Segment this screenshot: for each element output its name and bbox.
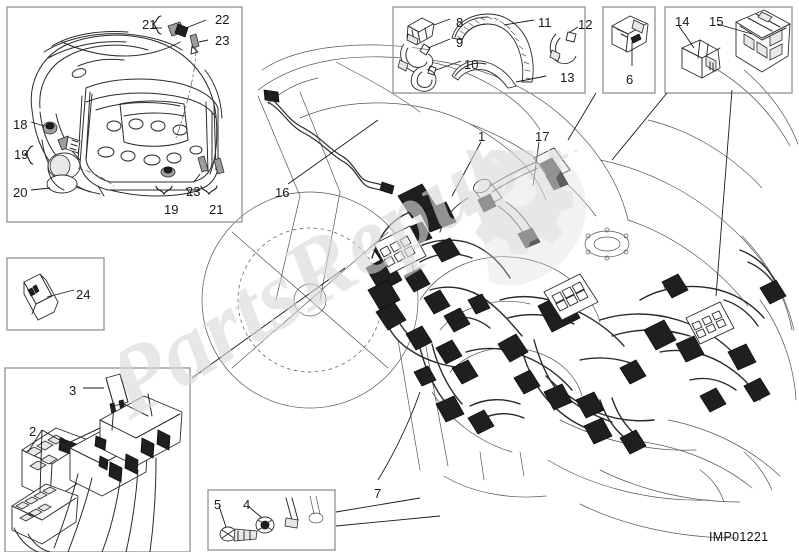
leader-connector-block-link (715, 89, 733, 297)
part-code-label: IMP01221 (709, 530, 769, 544)
callout-7: 7 (374, 486, 382, 501)
pin-23-top (175, 33, 209, 139)
brace-21-bottom (200, 185, 218, 196)
leader-16 (287, 119, 379, 185)
callout-4: 4 (243, 497, 251, 512)
bushing-20 (30, 152, 115, 194)
panel-fuse-box (4, 367, 191, 552)
connector-24-art (23, 273, 75, 321)
grommet-18 (30, 121, 58, 135)
panel-small-hardware (207, 489, 336, 551)
callout-23-top: 23 (215, 33, 230, 48)
callout-12: 12 (578, 17, 593, 32)
callout-19-left: 19 (14, 147, 29, 162)
panel-front-fairing-subframe (6, 6, 243, 223)
callout-6: 6 (626, 72, 634, 87)
leader-panel-down-1 (611, 92, 668, 161)
callout-21-bottom: 21 (209, 202, 224, 217)
callout-16: 16 (275, 185, 290, 200)
screw-19-left (57, 135, 81, 154)
callout-18: 18 (13, 117, 28, 132)
callout-15: 15 (709, 14, 724, 29)
fairing-subframe-art (30, 31, 223, 197)
leader-7 (377, 391, 421, 481)
callout-19-bottom: 19 (164, 202, 179, 217)
harness-fuse-block (373, 225, 735, 345)
brace-19-left (23, 145, 34, 165)
callout-21-top: 21 (142, 17, 157, 32)
pin-21-bottom (213, 157, 225, 175)
brace-19-bottom (155, 185, 173, 196)
callout-2: 2 (29, 424, 37, 439)
callout-23-bottom: 23 (186, 184, 201, 199)
callout-1: 1 (478, 129, 486, 144)
leader-panel-down-2 (567, 92, 597, 141)
motorcycle-outline (201, 44, 799, 539)
callout-14: 14 (675, 14, 690, 29)
small-hardware-art (218, 495, 324, 542)
callout-11: 11 (538, 15, 552, 30)
fuse-box-art (11, 373, 183, 552)
main-leader-lines (191, 89, 733, 527)
connector-blocks-art (678, 9, 791, 79)
brace-21-top (151, 15, 162, 35)
pin-23-bottom (193, 155, 209, 183)
panel-control-unit (602, 6, 656, 94)
leader-hardware-link (335, 497, 421, 513)
callout-22: 22 (215, 12, 230, 27)
callout-10: 10 (464, 57, 479, 72)
grommet-19-bottom (160, 166, 176, 178)
panel-clamps-straps (392, 6, 586, 94)
clamps-straps-art (397, 13, 579, 92)
callout-17: 17 (535, 129, 550, 144)
control-unit-6-art (611, 15, 649, 66)
callout-13: 13 (560, 70, 575, 85)
panel-connector-blocks (664, 6, 793, 94)
callout-3: 3 (69, 383, 77, 398)
callout-9: 9 (456, 35, 464, 50)
leader-fusebox-link (191, 267, 346, 379)
callout-8: 8 (456, 15, 464, 30)
panel-connector-24 (6, 257, 105, 331)
leader-hardware-link-2 (335, 515, 441, 527)
callout-5: 5 (214, 497, 222, 512)
fastener-22-21-top (152, 19, 207, 38)
callout-24: 24 (76, 287, 91, 302)
callout-20: 20 (13, 185, 28, 200)
